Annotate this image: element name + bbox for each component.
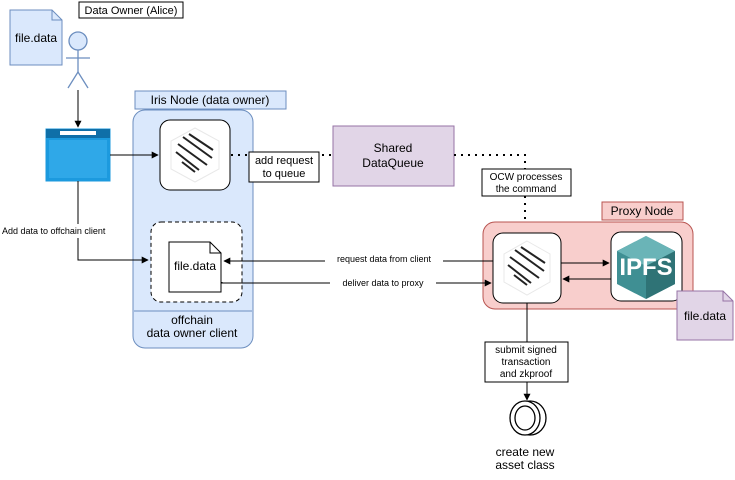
form-window-icon	[45, 128, 111, 182]
request-data-label: request data from client	[337, 254, 432, 264]
ocw-label-2: the command	[496, 184, 557, 195]
actor-label: Data Owner (Alice)	[85, 5, 178, 17]
offchain-client-label-1: offchain	[171, 313, 213, 327]
client-file-document: file.data	[168, 241, 222, 293]
edge-queue-to-proxy	[454, 154, 526, 233]
actor-head-icon	[68, 31, 88, 51]
shared-dataqueue-box	[332, 125, 455, 187]
iris-logo-icon	[175, 133, 214, 173]
proxy-iris-logo-icon	[507, 246, 546, 286]
iris-node-logo	[159, 119, 231, 191]
proxy-iris-logo	[492, 232, 562, 304]
shared-queue-label-2: DataQueue	[362, 156, 424, 170]
submit-label-1: submit signed	[495, 345, 557, 356]
submit-label-3: and zkproof	[500, 369, 552, 380]
add-request-label-2: to queue	[263, 168, 306, 180]
ipfs-logo-text: IPFS	[619, 254, 672, 281]
shared-queue-label-1: Shared	[374, 141, 413, 155]
edge-form-to-client	[77, 181, 149, 264]
iris-node-title: Iris Node (data owner)	[151, 93, 270, 107]
owner-file-label: file.data	[15, 31, 57, 45]
ipfs-logo: IPFS	[610, 231, 683, 302]
offchain-client-label-2: data owner client	[147, 326, 238, 340]
data-owner-actor	[66, 31, 90, 89]
result-label-2: asset class	[495, 458, 554, 472]
submit-label-2: transaction	[502, 357, 551, 368]
ocw-label-1: OCW processes	[490, 172, 563, 183]
result-label-1: create new	[496, 445, 555, 459]
client-file-label: file.data	[174, 259, 216, 273]
proxy-node-title: Proxy Node	[611, 204, 674, 218]
add-request-label-1: add request	[255, 155, 313, 167]
deliver-data-label: deliver data to proxy	[342, 278, 424, 288]
coin-icon	[509, 400, 547, 436]
proxy-file-label: file.data	[684, 309, 726, 323]
proxy-file-document: file.data	[676, 290, 734, 341]
add-data-label: Add data to offchain client	[2, 226, 106, 236]
owner-file-document: file.data	[9, 9, 63, 66]
